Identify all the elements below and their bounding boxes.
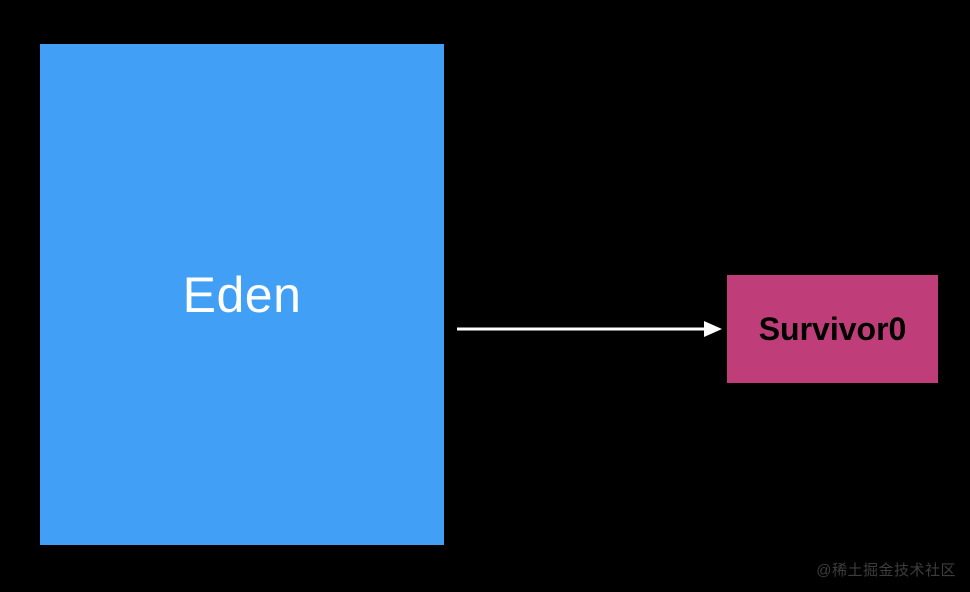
watermark-text: @稀土掘金技术社区 <box>816 562 956 579</box>
arrowhead-icon <box>704 321 722 337</box>
diagram-node-survivor0-label: Survivor0 <box>758 311 907 347</box>
diagram-node-eden-label: Eden <box>182 266 302 323</box>
edge-eden-to-survivor0 <box>457 321 722 337</box>
diagram-node-eden[interactable]: Eden <box>40 44 444 545</box>
diagram-node-survivor0[interactable]: Survivor0 <box>727 275 938 383</box>
